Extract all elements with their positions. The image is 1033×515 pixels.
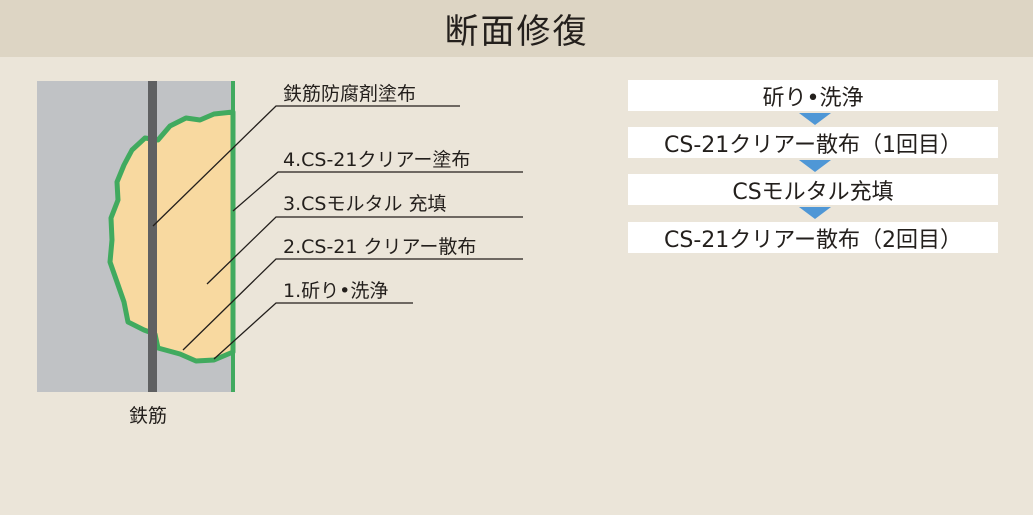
flow-arrow-1 — [799, 113, 831, 125]
callout-chipping-washing: 1.斫り•洗浄 — [283, 280, 389, 302]
callout-clear-coat: 4.CS-21クリアー塗布 — [283, 149, 471, 171]
leader-line-5 — [213, 302, 413, 360]
leader-line-1 — [152, 105, 460, 227]
flow-arrow-3 — [799, 207, 831, 219]
leader-line-4 — [182, 258, 523, 351]
flow-step-4: CS-21クリアー散布（2回目） — [628, 222, 998, 253]
callout-rebar-anticorrosion: 鉄筋防腐剤塗布 — [283, 83, 417, 105]
callout-mortar-fill: 3.CSモルタル 充填 — [283, 193, 447, 215]
title-bar: 断面修復 — [0, 0, 1033, 57]
flow-step-1: 斫り•洗浄 — [628, 80, 998, 111]
leader-line-2 — [232, 171, 523, 212]
mortar-fill — [107, 109, 236, 364]
rebar — [148, 81, 157, 392]
leader-line-3 — [206, 216, 523, 285]
callout-clear-spray: 2.CS-21 クリアー散布 — [283, 236, 477, 258]
flow-step-2: CS-21クリアー散布（1回目） — [628, 127, 998, 158]
flow-arrow-2 — [799, 160, 831, 172]
page-title: 断面修復 — [444, 12, 589, 52]
rebar-label: 鉄筋 — [129, 405, 168, 427]
flow-step-3: CSモルタル充填 — [628, 174, 998, 205]
